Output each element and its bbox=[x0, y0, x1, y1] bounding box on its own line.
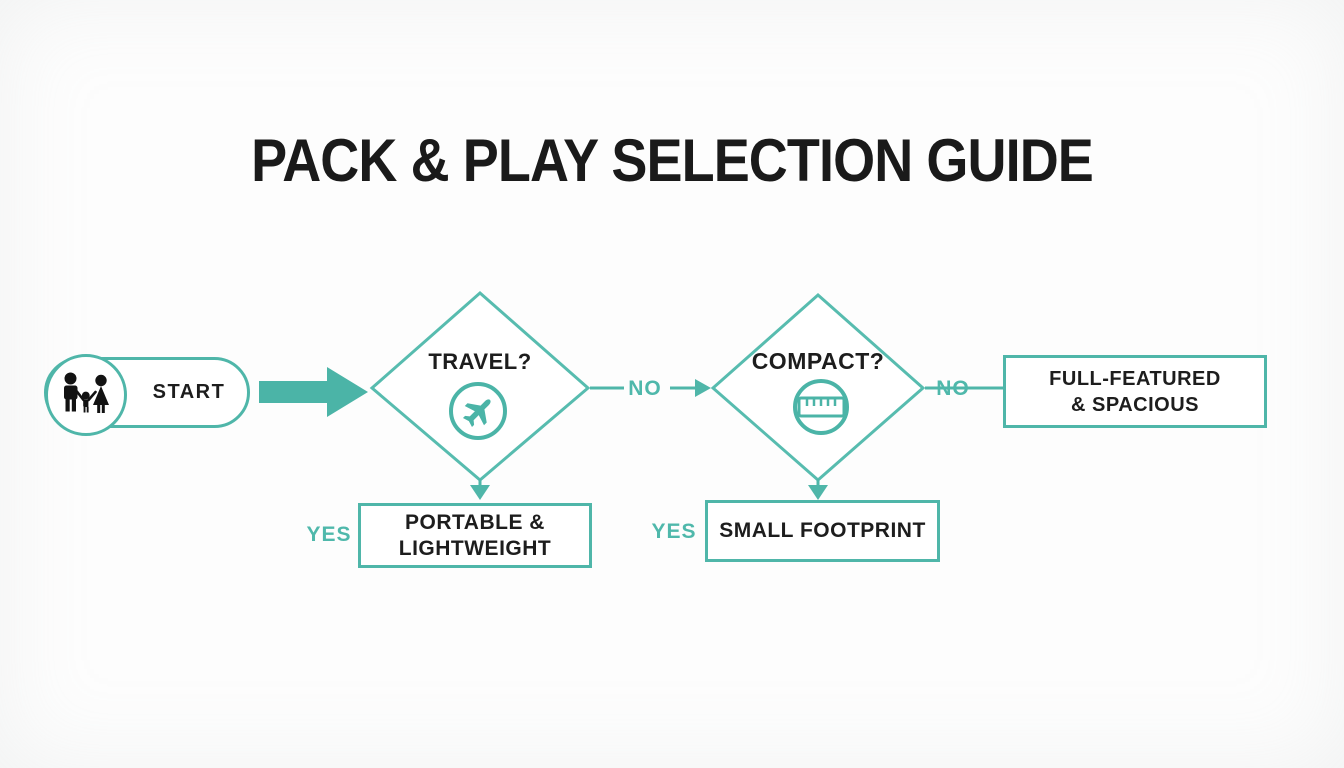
start-label: START bbox=[152, 381, 226, 403]
edge-travel-no-arrowhead bbox=[695, 379, 711, 397]
edge-label-compact-no: NO bbox=[936, 377, 970, 400]
decision-travel-label: TRAVEL? bbox=[428, 349, 532, 374]
result-line: PORTABLE & bbox=[405, 510, 545, 534]
page-title: PACK & PLAY SELECTION GUIDE bbox=[251, 127, 1094, 194]
edge-compact-yes-arrowhead bbox=[808, 485, 828, 500]
edge-label-travel-no: NO bbox=[628, 377, 662, 400]
start-node: START bbox=[44, 354, 250, 436]
result-line: SMALL FOOTPRINT bbox=[719, 519, 926, 542]
edge-label-compact-yes: YES bbox=[651, 520, 697, 543]
family-icon-circle bbox=[45, 354, 127, 436]
start-arrow bbox=[259, 367, 368, 417]
airplane-icon bbox=[449, 382, 507, 440]
result-box-small-footprint: SMALL FOOTPRINT bbox=[705, 500, 940, 562]
ruler-icon bbox=[793, 379, 849, 435]
edge-travel-yes-arrowhead bbox=[470, 485, 490, 500]
result-box-full-featured-spacious: FULL-FEATURED & SPACIOUS bbox=[1003, 355, 1267, 428]
result-line: & SPACIOUS bbox=[1071, 393, 1199, 416]
result-line: FULL-FEATURED bbox=[1049, 367, 1221, 390]
compact-diamond bbox=[710, 292, 926, 482]
result-box-portable-lightweight: PORTABLE & LIGHTWEIGHT bbox=[358, 503, 592, 568]
family-icon bbox=[64, 372, 109, 413]
travel-diamond bbox=[369, 291, 591, 482]
edge-label-travel-yes: YES bbox=[306, 523, 352, 546]
decision-compact-label: COMPACT? bbox=[751, 348, 885, 374]
result-line: LIGHTWEIGHT bbox=[398, 536, 552, 560]
